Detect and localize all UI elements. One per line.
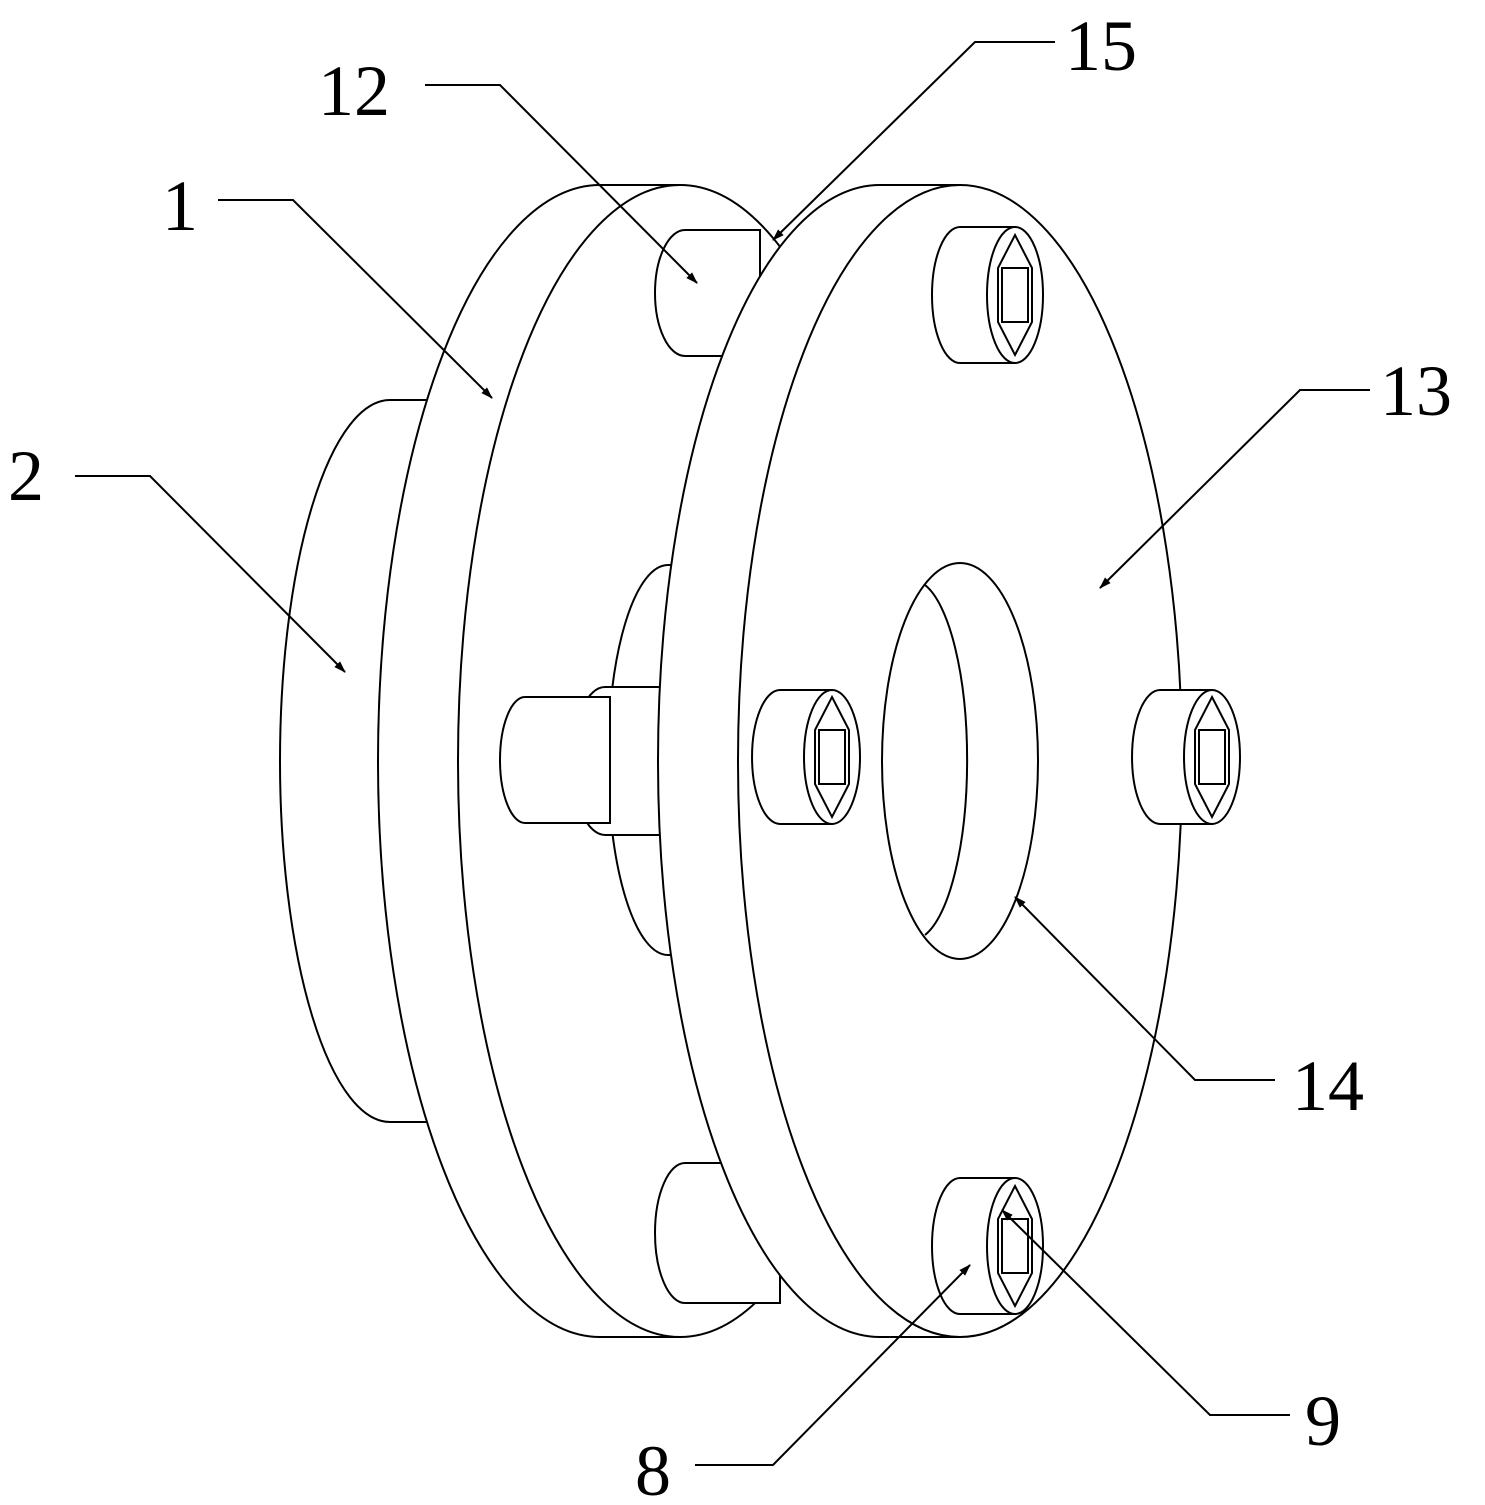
label-15: 15 xyxy=(1065,6,1137,86)
label-9: 9 xyxy=(1305,1381,1341,1461)
label-2: 2 xyxy=(8,436,44,516)
bolt-right xyxy=(1132,690,1240,824)
label-13: 13 xyxy=(1380,351,1452,431)
bolt-left xyxy=(752,690,860,824)
bolt-bottom xyxy=(932,1178,1043,1314)
label-8: 8 xyxy=(635,1431,671,1505)
label-1: 1 xyxy=(162,166,198,246)
bolt-top xyxy=(932,227,1043,363)
center-hole xyxy=(882,563,1038,959)
label-14: 14 xyxy=(1292,1046,1364,1126)
label-12: 12 xyxy=(318,51,390,131)
